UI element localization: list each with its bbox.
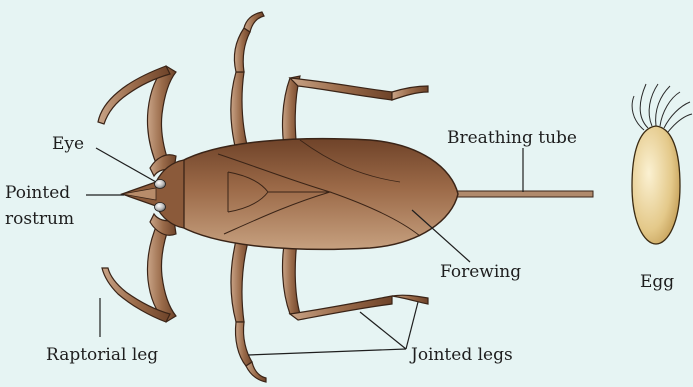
jointed-legs-label: Jointed legs [411,345,513,365]
egg-shape [632,84,692,244]
jointed-leg-leader-line-1 [248,349,406,355]
raptorial-leg-lower [102,214,176,322]
raptorial-leg-upper [98,66,176,176]
jointed-leg-leader-line-3 [406,302,418,349]
middle-leg-lower [231,232,266,382]
pointed-rostrum-label-line1: Pointed [5,183,70,203]
breathing-tube-label: Breathing tube [447,128,577,148]
jointed-leg-leader-line-2 [360,312,406,349]
raptorial-leg-label: Raptorial leg [46,345,158,365]
pointed-rostrum-label-line2: rostrum [5,209,74,229]
eye-label: Eye [52,134,84,154]
eye-leader-line [96,148,156,182]
insect-body [180,139,458,250]
forewing-label: Forewing [440,262,521,282]
breathing-tube-shape [455,191,593,197]
middle-leg-upper [231,12,264,158]
egg-label: Egg [640,272,674,292]
